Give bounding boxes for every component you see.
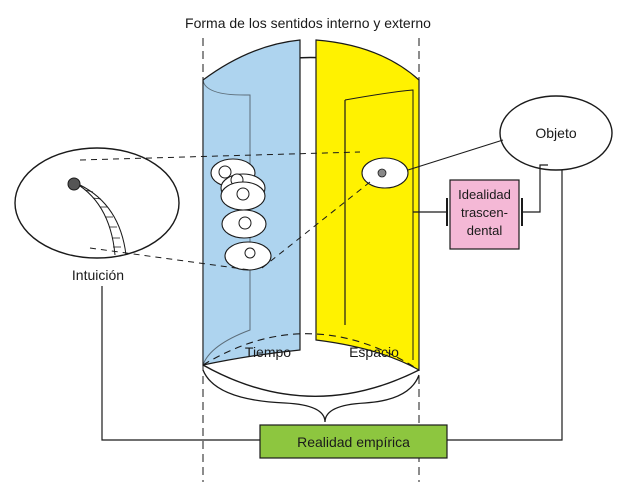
tiempo-image-stack [210,158,272,271]
idealidad-line-2: trascen- [461,205,508,220]
idealidad-line-3: dental [467,223,503,238]
idealidad-box [449,179,520,250]
dashed-projection-line [79,151,361,161]
time-image-dot [244,247,256,259]
time-image-dot [236,187,250,201]
realidad-empirica-label: Realidad empírica [297,434,410,450]
realidad-empirica-box [259,424,448,459]
cylinder-bottom-front-arc [202,364,420,397]
tiempo-label: Tiempo [245,344,291,360]
time-image-dot [238,216,252,230]
espacio-panel [315,39,420,372]
objeto-label: Objeto [535,125,576,141]
diagram-title: Forma de los sentidos interno y externo [185,15,431,31]
intuicion-point-icon [67,177,81,191]
projection-lines [79,139,504,271]
espacio-inner-fold [344,89,414,360]
time-image-dot [218,165,232,179]
cylinder-bottom-back-arc [202,333,420,371]
cylinder-brace [202,369,420,423]
realidad-left-connector [101,286,260,441]
idealidad-line-1: Idealidad [458,187,511,202]
objeto-bubble [499,95,613,171]
dashed-projection-line [89,247,251,271]
realidad-right-connector [447,170,563,441]
dashed-projection-line [261,181,371,269]
idealidad-right-connector [522,164,548,213]
intuicion-label: Intuición [72,267,124,283]
espacio-label: Espacio [349,344,399,360]
espacio-image-dot [377,168,387,178]
solid-projection-line [407,139,504,171]
intuicion-band-hatching [84,189,121,248]
